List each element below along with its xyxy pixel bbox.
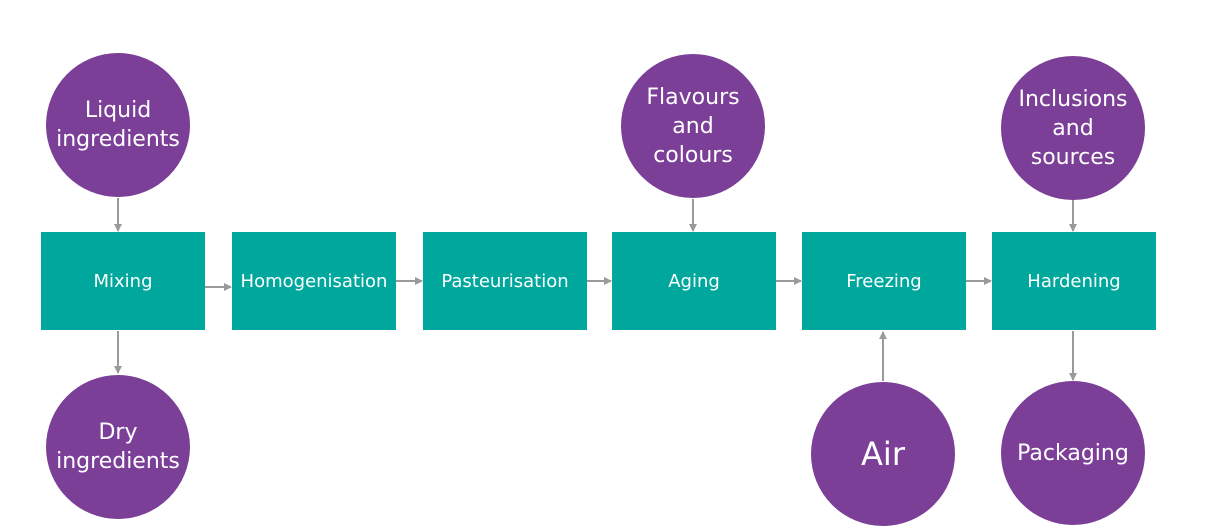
step-aging: Aging [612, 232, 776, 330]
output-packaging-label: Packaging [1017, 440, 1129, 466]
step-pasteurisation-label: Pasteurisation [441, 270, 569, 292]
input-liquid-ingredients: Liquid ingredients [46, 53, 190, 197]
step-hardening: Hardening [992, 232, 1156, 330]
input-flavours-line-1: Flavours [646, 84, 740, 110]
input-inclusions-line-2: and [1052, 115, 1094, 141]
input-flavours-and-colours: Flavours and colours [621, 54, 765, 198]
output-dry-ingredients: Dry ingredients [46, 375, 190, 519]
input-liquid-line-2: ingredients [56, 127, 180, 152]
input-air: Air [811, 382, 955, 526]
input-flavours-line-3: colours [653, 142, 733, 168]
step-mixing-label: Mixing [93, 270, 153, 292]
input-inclusions-and-sources: Inclusions and sources [1001, 56, 1145, 200]
step-homogenisation: Homogenisation [232, 232, 396, 330]
step-homogenisation-label: Homogenisation [240, 270, 388, 292]
step-hardening-label: Hardening [1027, 270, 1121, 292]
step-freezing: Freezing [802, 232, 966, 330]
output-dry-line-1: Dry [98, 420, 138, 445]
step-freezing-label: Freezing [846, 270, 922, 292]
input-flavours-line-2: and [672, 113, 714, 139]
output-dry-line-2: ingredients [56, 449, 180, 474]
input-air-label: Air [861, 434, 905, 473]
step-aging-label: Aging [668, 270, 720, 292]
step-mixing: Mixing [41, 232, 205, 330]
input-inclusions-line-1: Inclusions [1018, 86, 1128, 112]
output-packaging: Packaging [1001, 381, 1145, 525]
input-inclusions-line-3: sources [1030, 144, 1116, 170]
input-liquid-line-1: Liquid [84, 98, 152, 123]
step-pasteurisation: Pasteurisation [423, 232, 587, 330]
